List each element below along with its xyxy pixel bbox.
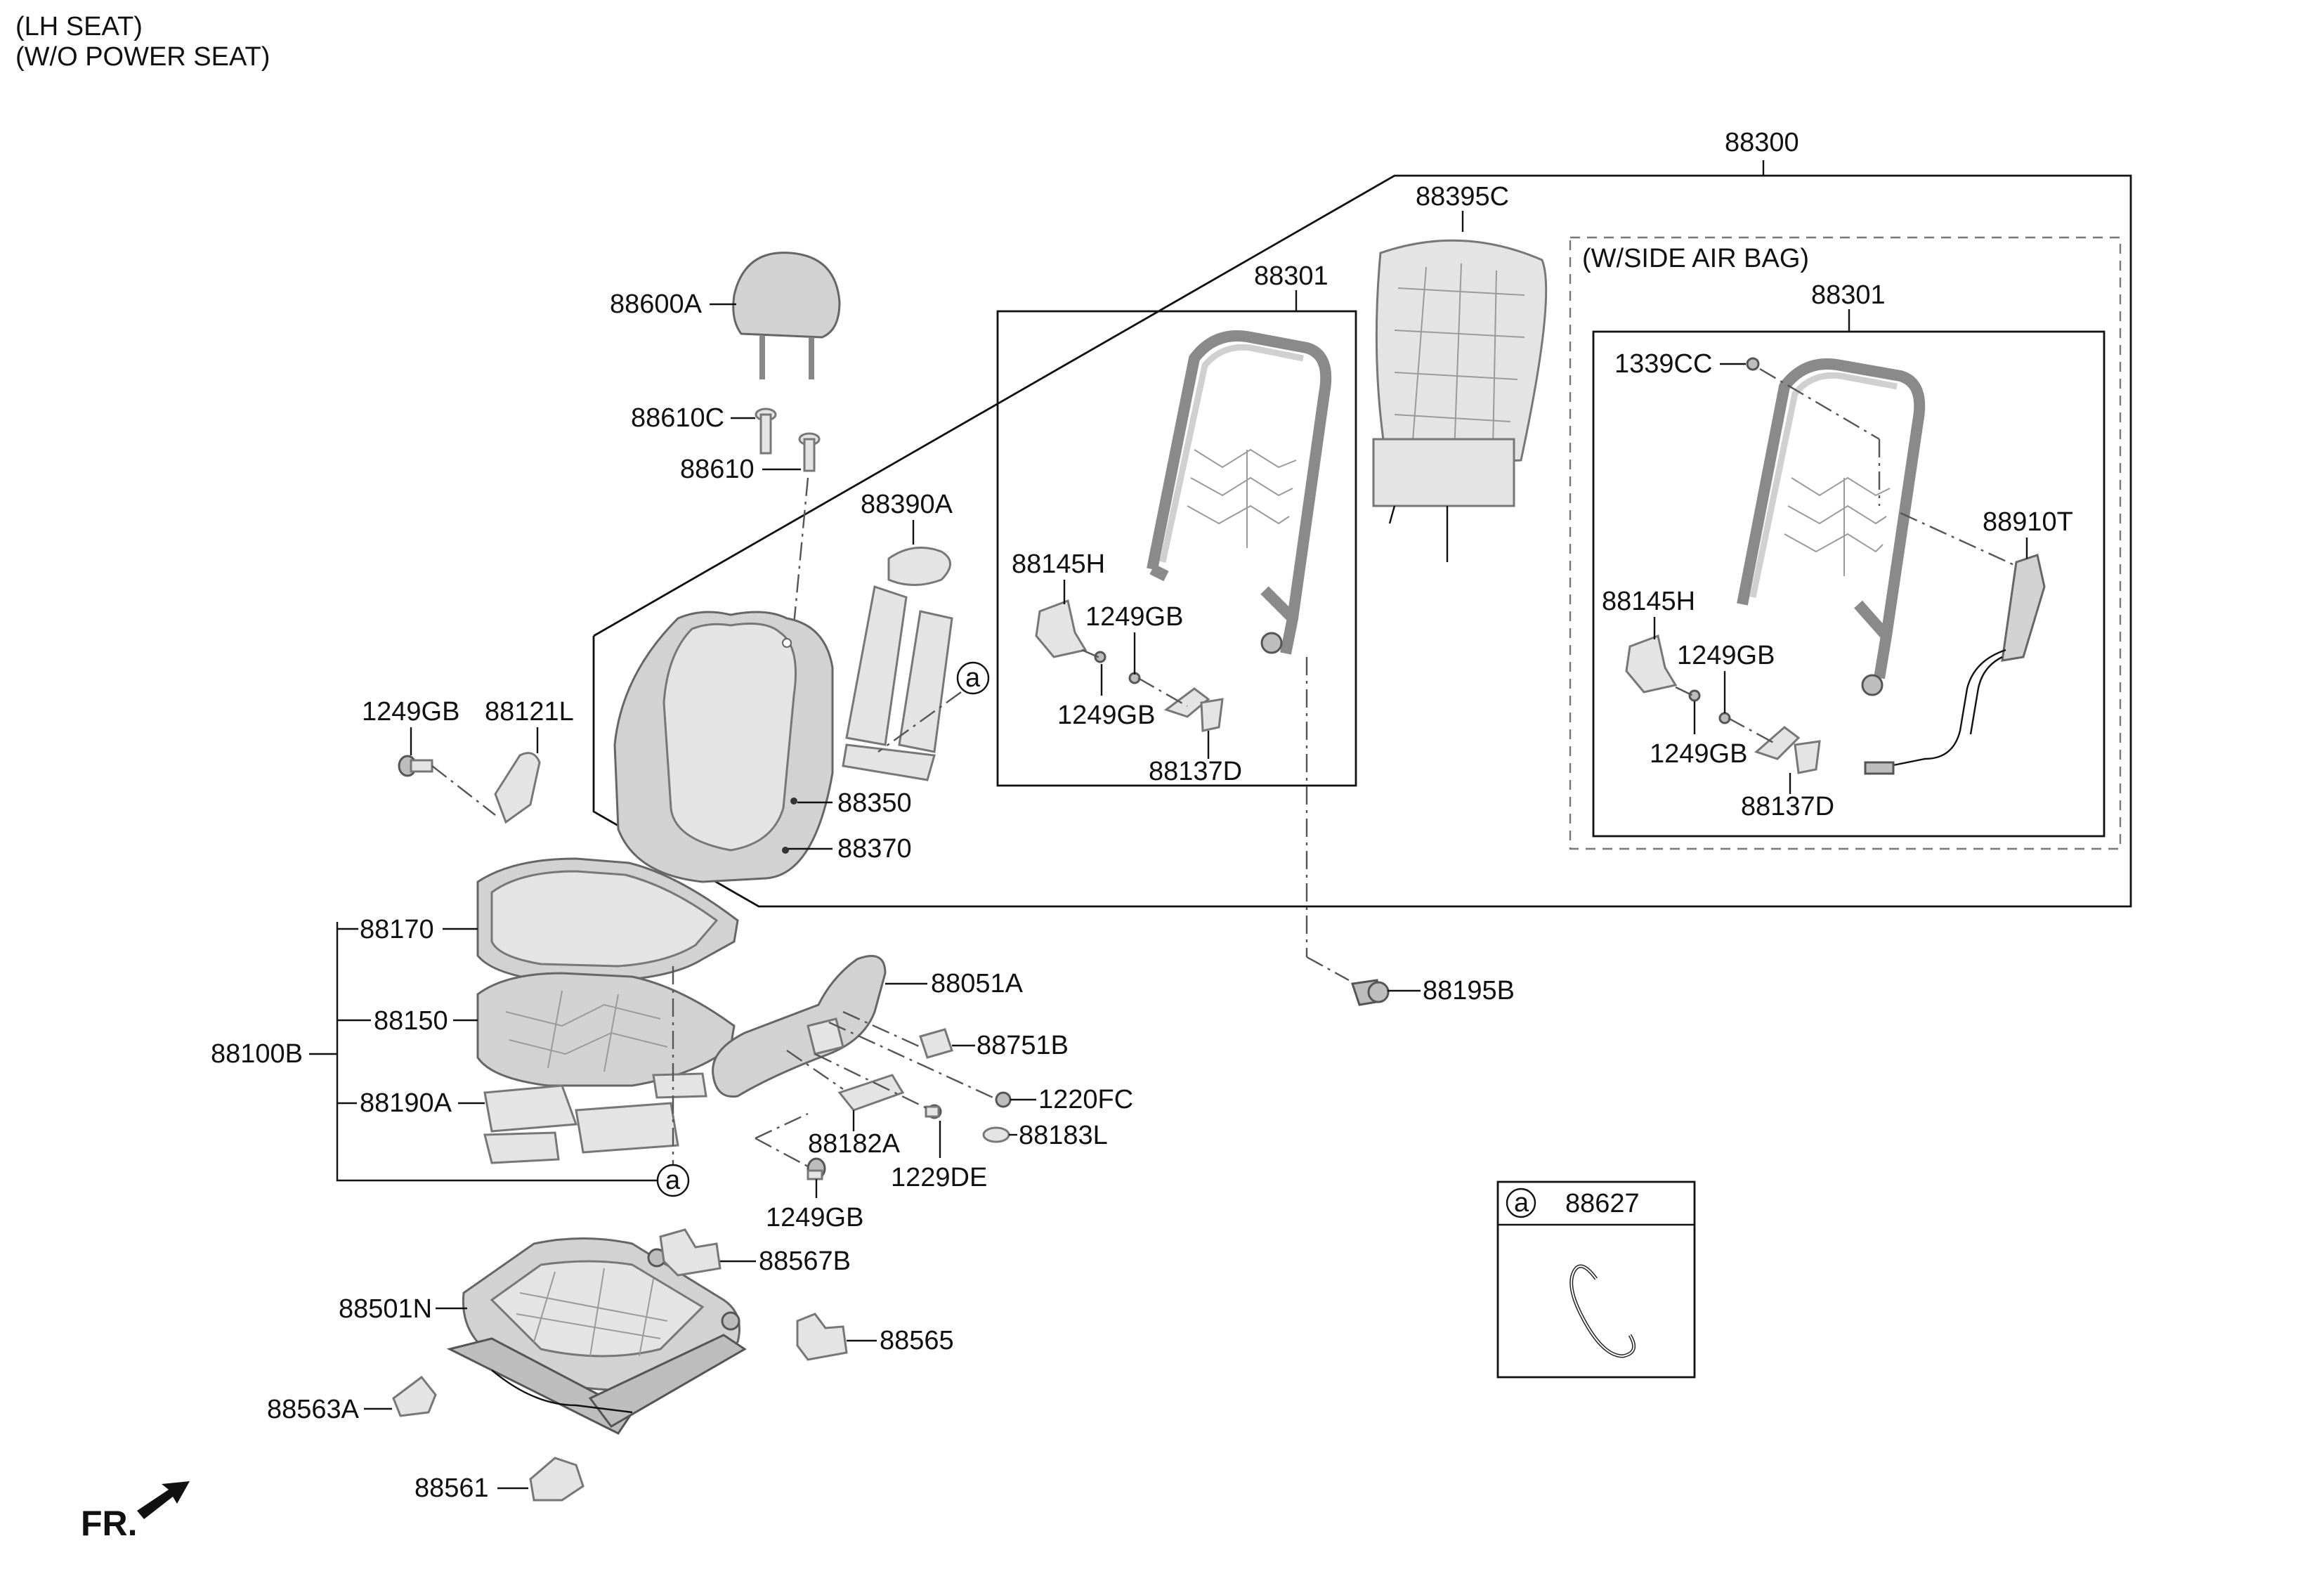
seatback-frame-88301[interactable] [1147,330,1332,655]
seatback-cover-88395C[interactable] [1372,239,1548,562]
label-front: FR. [81,1504,138,1543]
label-1249GB-frame-a[interactable]: 1249GB [1085,602,1183,632]
label-1339CC[interactable]: 1339CC [1614,349,1712,379]
label-88100B[interactable]: 88100B [211,1039,303,1069]
frame-box-88301 [996,310,1357,787]
seatback-cushion[interactable] [613,611,834,883]
label-1220FC[interactable]: 1220FC [1038,1085,1133,1114]
bracket-88145H-main[interactable] [1035,599,1088,658]
inset-ref-a: a [1514,1188,1529,1218]
label-88567B[interactable]: 88567B [759,1247,851,1276]
wire-clip-88627[interactable] [1569,1264,1636,1358]
label-88300[interactable]: 88300 [1725,128,1799,157]
label-88390A[interactable]: 88390A [861,490,953,519]
ref-circle-a-cushion [656,1164,690,1197]
label-88610C[interactable]: 88610C [631,403,724,433]
cover-88121L[interactable] [494,752,541,824]
label-88170[interactable]: 88170 [360,915,434,944]
seat-cushion-cover-88170[interactable] [476,857,739,982]
label-88910T[interactable]: 88910T [1983,507,2073,537]
label-88563A[interactable]: 88563A [267,1395,360,1424]
label-88301-main[interactable]: 88301 [1254,261,1329,291]
ref-circle-a-back [956,661,990,695]
label-88501N[interactable]: 88501N [339,1294,432,1324]
label-1249GB-frame-b[interactable]: 1249GB [1057,701,1155,730]
bolt-1249GB-left[interactable] [398,755,433,777]
airbag-module-88910T[interactable] [1864,554,2046,775]
label-88301-airbag[interactable]: 88301 [1811,280,1886,310]
bolt-1249GB-frame-a[interactable] [1094,651,1106,663]
screw-1229DE[interactable] [925,1104,942,1119]
label-88600A[interactable]: 88600A [610,289,703,319]
bracket-88145H-airbag[interactable] [1625,634,1678,694]
label-88195B[interactable]: 88195B [1423,976,1515,1005]
bolt-1249GB-airbag-b[interactable] [1718,712,1731,724]
seatback-assembly-outline [592,160,2132,908]
bracket-88137D-main[interactable] [1163,687,1224,732]
ref-a-back-label: a [965,663,981,693]
header-wo-power-seat: (W/O POWER SEAT) [15,42,270,72]
label-88145H-main[interactable]: 88145H [1012,549,1105,579]
bolt-88195B[interactable] [1351,979,1390,1006]
nut-1339CC[interactable] [1746,357,1760,371]
label-88561[interactable]: 88561 [414,1473,489,1503]
label-88350[interactable]: 88350 [837,788,912,818]
seatback-pad-88390A[interactable] [842,546,953,781]
bracket-88100B [336,922,657,1182]
label-88565[interactable]: 88565 [880,1326,954,1355]
seatback-frame-88301-airbag[interactable] [1737,358,1926,696]
cap-88183L[interactable] [982,1126,1010,1143]
label-1249GB-airbag-a[interactable]: 1249GB [1677,641,1775,670]
label-side-airbag-note: (W/SIDE AIR BAG) [1582,244,1809,273]
label-1249GB-bottom[interactable]: 1249GB [766,1203,863,1232]
ref-a-cushion-label: a [665,1166,681,1195]
headrest-88600A[interactable] [732,252,841,379]
label-88370[interactable]: 88370 [837,834,912,864]
cover-88565[interactable] [796,1313,848,1361]
label-88395C[interactable]: 88395C [1416,182,1509,211]
label-88137D-main[interactable]: 88137D [1149,757,1242,786]
front-direction-arrow-icon [137,1481,190,1519]
bracket-88137D-airbag[interactable] [1754,726,1821,774]
label-88751B[interactable]: 88751B [977,1031,1069,1060]
label-88137D-airbag[interactable]: 88137D [1741,792,1834,821]
label-88610[interactable]: 88610 [680,455,755,484]
inset-box-88627 [1496,1180,1696,1379]
inset-part-88627[interactable]: 88627 [1565,1189,1640,1218]
label-88183L[interactable]: 88183L [1019,1121,1108,1150]
label-88121L[interactable]: 88121L [485,697,574,727]
knob-88751B[interactable] [919,1028,953,1059]
bolt-1249GB-airbag-a[interactable] [1688,689,1701,702]
label-88190A[interactable]: 88190A [360,1088,452,1118]
headrest-guide-88610[interactable] [798,432,821,472]
headrest-guide-88610C[interactable] [755,408,777,455]
cover-88561[interactable] [529,1457,585,1502]
seat-cushion-pad-88150[interactable] [476,972,736,1087]
header-lh-seat: (LH SEAT) [15,12,143,41]
bolt-1249GB-frame-b[interactable] [1128,672,1141,684]
label-88182A[interactable]: 88182A [808,1129,901,1159]
side-airbag-variant-box [1569,236,2122,850]
lever-88182A[interactable] [837,1074,905,1112]
label-88051A[interactable]: 88051A [931,969,1024,998]
side-shield-88051A[interactable] [712,955,887,1098]
seat-heater-88190A[interactable] [483,1072,707,1164]
bolt-1249GB-bottom[interactable] [807,1157,826,1180]
label-1249GB-airbag-b[interactable]: 1249GB [1650,739,1747,769]
label-88145H-airbag[interactable]: 88145H [1602,587,1695,616]
label-1229DE[interactable]: 1229DE [891,1163,987,1192]
seat-track-frame-88501N[interactable] [446,1237,747,1435]
cover-88567B[interactable] [659,1228,722,1277]
screw-1220FC[interactable] [995,1091,1012,1108]
label-88150[interactable]: 88150 [374,1006,448,1036]
label-1249GB-left[interactable]: 1249GB [362,697,459,727]
cover-88563A[interactable] [392,1375,437,1417]
